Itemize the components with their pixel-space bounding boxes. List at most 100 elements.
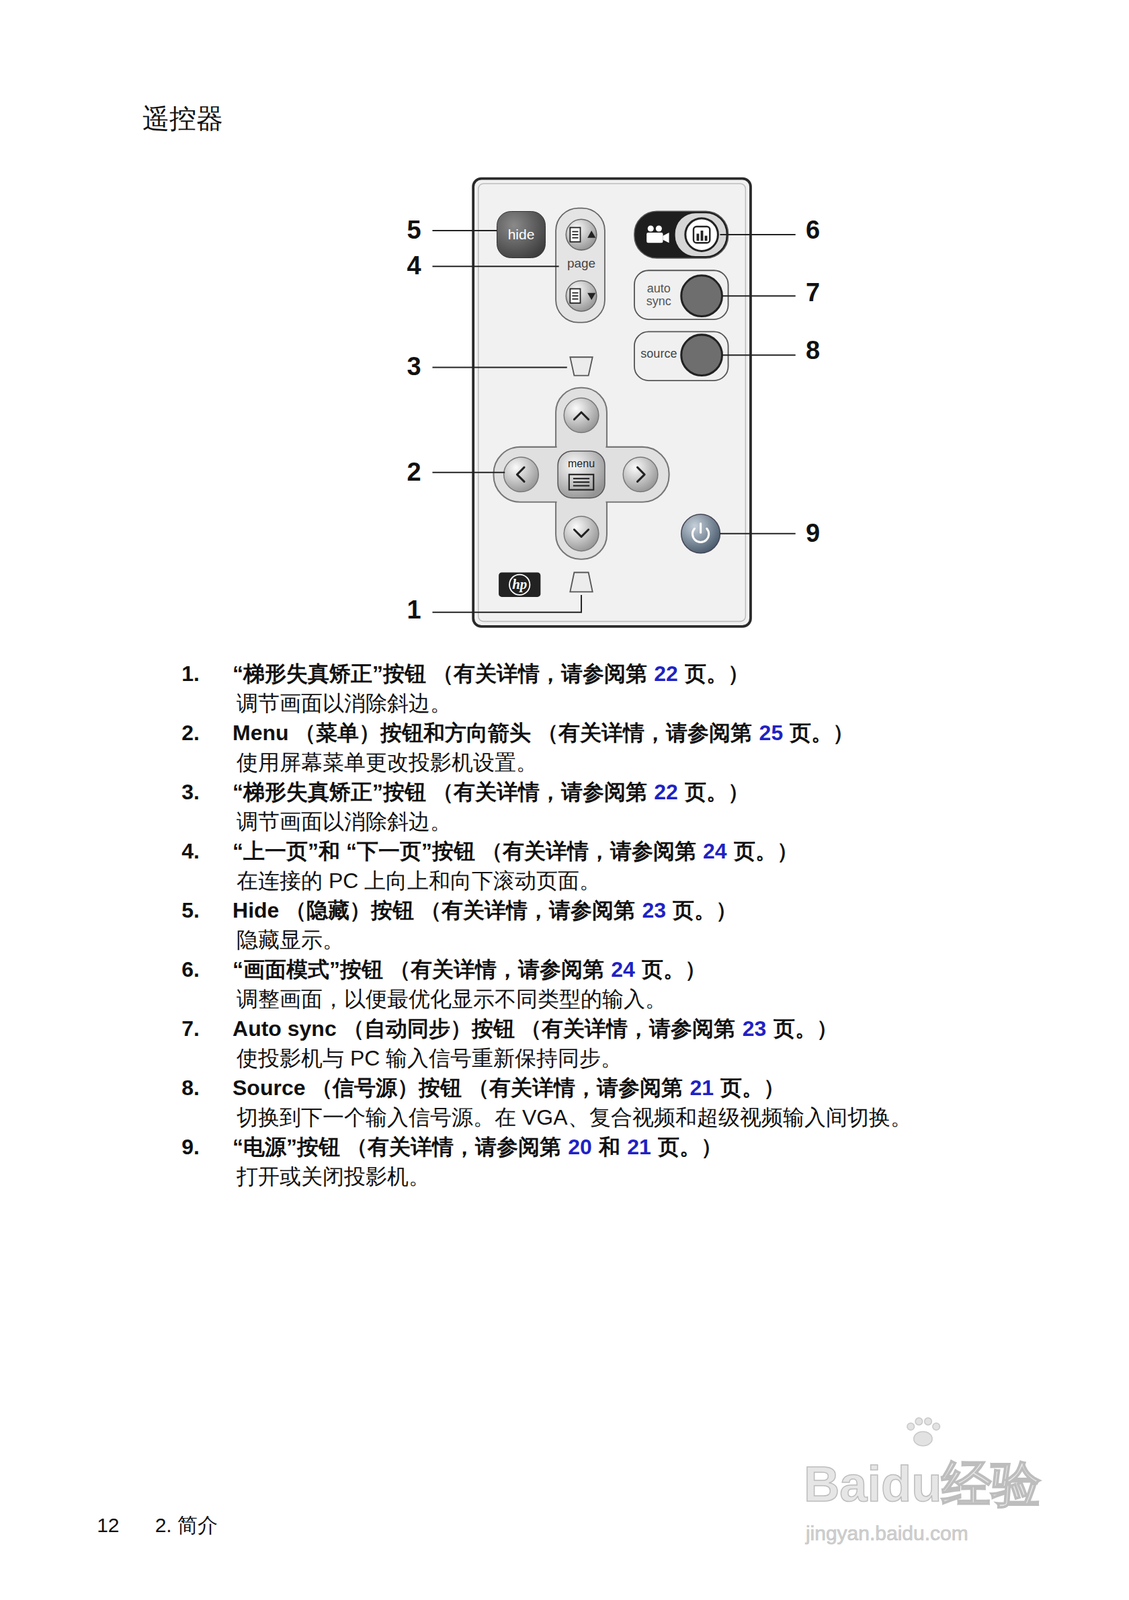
leader-lines — [721, 354, 796, 356]
dpad-fill — [494, 447, 668, 501]
dpad — [555, 387, 607, 560]
item-number: 4. — [181, 837, 200, 863]
button-text: source — [640, 347, 677, 361]
heading-text: 页。） — [684, 778, 750, 804]
watermark: Baidu经验 — [803, 1454, 1042, 1515]
page-title: 遥控器 — [142, 102, 224, 135]
item-number: 1. — [181, 659, 200, 686]
item-number: 2. — [181, 719, 200, 745]
heading-text: Auto sync （自动同步）按钮 （有关详情，请参阅第 — [232, 1015, 736, 1041]
callout-number: 7 — [805, 277, 820, 309]
callout-number: 1 — [407, 594, 422, 626]
watermark-paw — [907, 1422, 915, 1431]
heading-text: 页。） — [672, 897, 738, 923]
page-reference: 20 — [567, 1133, 593, 1160]
keystone-button — [569, 356, 593, 375]
mode-button — [634, 211, 729, 259]
watermark-paw — [915, 1417, 923, 1425]
chart-bars — [700, 230, 704, 241]
auto-sync-button-frame — [634, 270, 729, 320]
menu-icon — [573, 484, 590, 486]
heading-text: Hide （隐藏）按钮 （有关详情，请参阅第 — [232, 897, 636, 923]
item-number: 9. — [181, 1133, 200, 1160]
camera-icon — [662, 232, 669, 243]
power-icon — [699, 523, 702, 533]
page-icons — [571, 233, 578, 236]
page-reference: 24 — [610, 956, 636, 982]
heading-text: 页。） — [789, 719, 855, 745]
chevrons — [516, 411, 645, 537]
item-number: 3. — [181, 778, 200, 804]
item-heading: Hide （隐藏）按钮 （有关详情，请参阅第23页。） — [232, 897, 738, 923]
page-icons — [571, 231, 578, 233]
arrow-up-icon — [587, 230, 596, 238]
page-icons — [569, 288, 580, 304]
leader-lines — [432, 366, 567, 368]
keystone-button — [569, 572, 593, 593]
watermark-paw — [907, 1417, 941, 1446]
item-heading: “梯形失真矫正”按钮 （有关详情，请参阅第22页。） — [232, 778, 750, 804]
mode-button-right — [675, 213, 727, 257]
page-icons — [571, 237, 578, 239]
item-heading: Menu （菜单）按钮和方向箭头 （有关详情，请参阅第25页。） — [232, 719, 855, 745]
camera-icon — [646, 232, 663, 243]
dpad — [493, 446, 670, 503]
item-description: 打开或关闭投影机。 — [236, 1163, 431, 1189]
heading-text: 页。） — [657, 1133, 723, 1160]
leader-lines — [432, 594, 582, 613]
item-description: 使投影机与 PC 输入信号重新保持同步。 — [236, 1044, 623, 1071]
chevrons — [573, 411, 589, 420]
page-rocker — [555, 208, 605, 323]
menu-icon — [569, 474, 594, 490]
item-number: 5. — [181, 897, 200, 923]
item-description: 隐藏显示。 — [236, 926, 345, 953]
heading-text: Menu （菜单）按钮和方向箭头 （有关详情，请参阅第 — [232, 719, 752, 745]
leader-lines — [432, 265, 559, 267]
menu-label: menu — [567, 458, 595, 470]
item-heading: “梯形失真矫正”按钮 （有关详情，请参阅第22页。） — [232, 659, 750, 686]
leader-lines — [719, 233, 796, 236]
item-description: 调整画面，以便最优化显示不同类型的输入。 — [236, 985, 667, 1012]
page-reference: 24 — [702, 837, 728, 863]
item-description: 切换到下一个输入信号源。在 VGA、复合视频和超级视频输入间切换。 — [236, 1104, 912, 1130]
heading-text: 页。） — [773, 1015, 839, 1041]
heading-text: 页。） — [641, 956, 707, 982]
button-text: page — [567, 256, 596, 271]
source-label: source — [640, 347, 677, 361]
page-reference: 22 — [653, 778, 679, 804]
watermark: jingyan.baidu.com — [805, 1520, 969, 1545]
auto-sync-button — [681, 275, 723, 317]
chevrons — [637, 467, 646, 482]
callout-number: 8 — [805, 335, 820, 367]
watermark-paw — [932, 1422, 941, 1431]
item-number: 8. — [181, 1074, 200, 1101]
page-reference: 22 — [653, 659, 679, 686]
callout-number: 3 — [407, 352, 422, 384]
heading-text: “上一页”和 “下一页”按钮 （有关详情，请参阅第 — [232, 837, 697, 863]
chart-icon — [693, 226, 710, 243]
item-number: 7. — [181, 1015, 200, 1041]
heading-text: 页。） — [733, 837, 799, 863]
item-heading: Source （信号源）按钮 （有关详情，请参阅第21页。） — [232, 1074, 785, 1101]
menu-button — [557, 450, 605, 498]
callout-number: 9 — [805, 518, 820, 550]
page-icons — [571, 295, 578, 297]
right-button — [622, 456, 658, 492]
heading-text: “梯形失真矫正”按钮 （有关详情，请参阅第 — [232, 778, 648, 804]
page-icons — [571, 292, 578, 294]
heading-text: “画面模式”按钮 （有关详情，请参阅第 — [232, 956, 605, 982]
button-text: menu — [567, 458, 595, 470]
camera-icon — [646, 225, 669, 243]
callout-number: 6 — [805, 215, 820, 246]
heading-text: “梯形失真矫正”按钮 （有关详情，请参阅第 — [232, 659, 648, 686]
source-button — [681, 334, 723, 376]
item-heading: “电源”按钮 （有关详情，请参阅第20和21页。） — [232, 1133, 723, 1160]
menu-icon — [573, 477, 590, 480]
page-reference: 21 — [626, 1133, 652, 1160]
item-description: 在连接的 PC 上向上和向下滚动页面。 — [236, 866, 601, 893]
chart-bars — [696, 230, 708, 241]
hide-button: hide — [496, 211, 546, 259]
page-icons — [571, 298, 578, 300]
hp-badge — [498, 572, 541, 597]
